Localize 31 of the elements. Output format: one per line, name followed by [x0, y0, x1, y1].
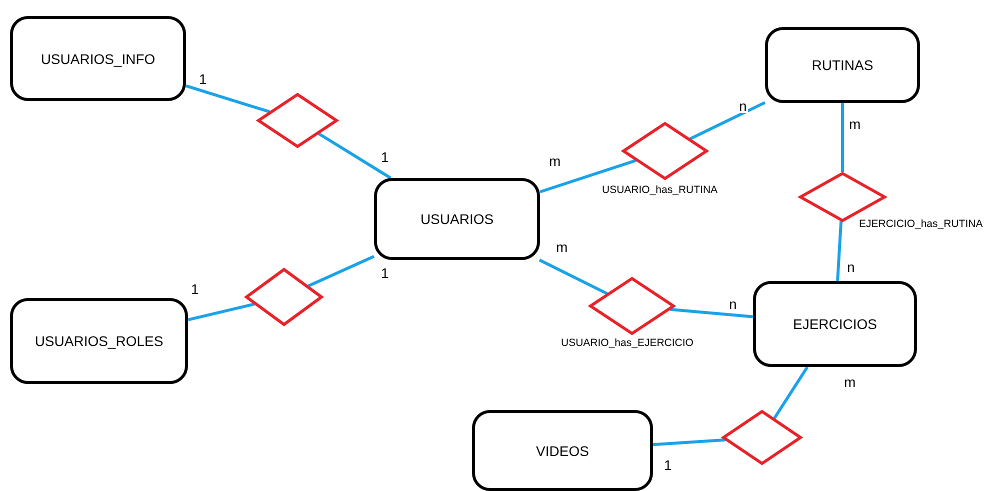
entity-box: USUARIOS [374, 178, 540, 260]
cardinality-label: 1 [198, 72, 208, 86]
connector-line [318, 132, 392, 180]
relationship-diamond [257, 93, 338, 148]
connector-line [652, 438, 726, 446]
connector-line [689, 101, 766, 140]
relationship-diamond [245, 268, 323, 326]
connector-line [538, 258, 608, 296]
connector-line [836, 221, 843, 282]
connector-line [188, 302, 255, 322]
relationship-diamond [722, 410, 802, 465]
connector-line [540, 159, 636, 194]
connector-line [308, 255, 375, 288]
relationship-diamond [589, 277, 675, 335]
relationship-label: USUARIO_has_EJERCICIO [561, 337, 694, 349]
entity-box: EJERCICIOS [753, 281, 917, 367]
connector-line [841, 103, 844, 172]
entity-box: USUARIOS_ROLES [10, 298, 188, 384]
entity-box: USUARIOS_INFO [10, 16, 186, 101]
entity-box: RUTINAS [765, 27, 920, 103]
cardinality-label: 1 [380, 150, 390, 164]
relationship-diamond [622, 122, 708, 180]
relationship-label: EJERCICIO_has_RUTINA [859, 218, 983, 230]
cardinality-label: 1 [663, 458, 673, 472]
connector-line [773, 366, 809, 420]
relationship-label: USUARIO_has_RUTINA [602, 184, 718, 196]
connector-line [186, 84, 270, 114]
cardinality-label: 1 [190, 282, 200, 296]
cardinality-label: 1 [380, 266, 390, 280]
connector-line [670, 308, 754, 318]
entity-box: VIDEOS [472, 410, 653, 491]
